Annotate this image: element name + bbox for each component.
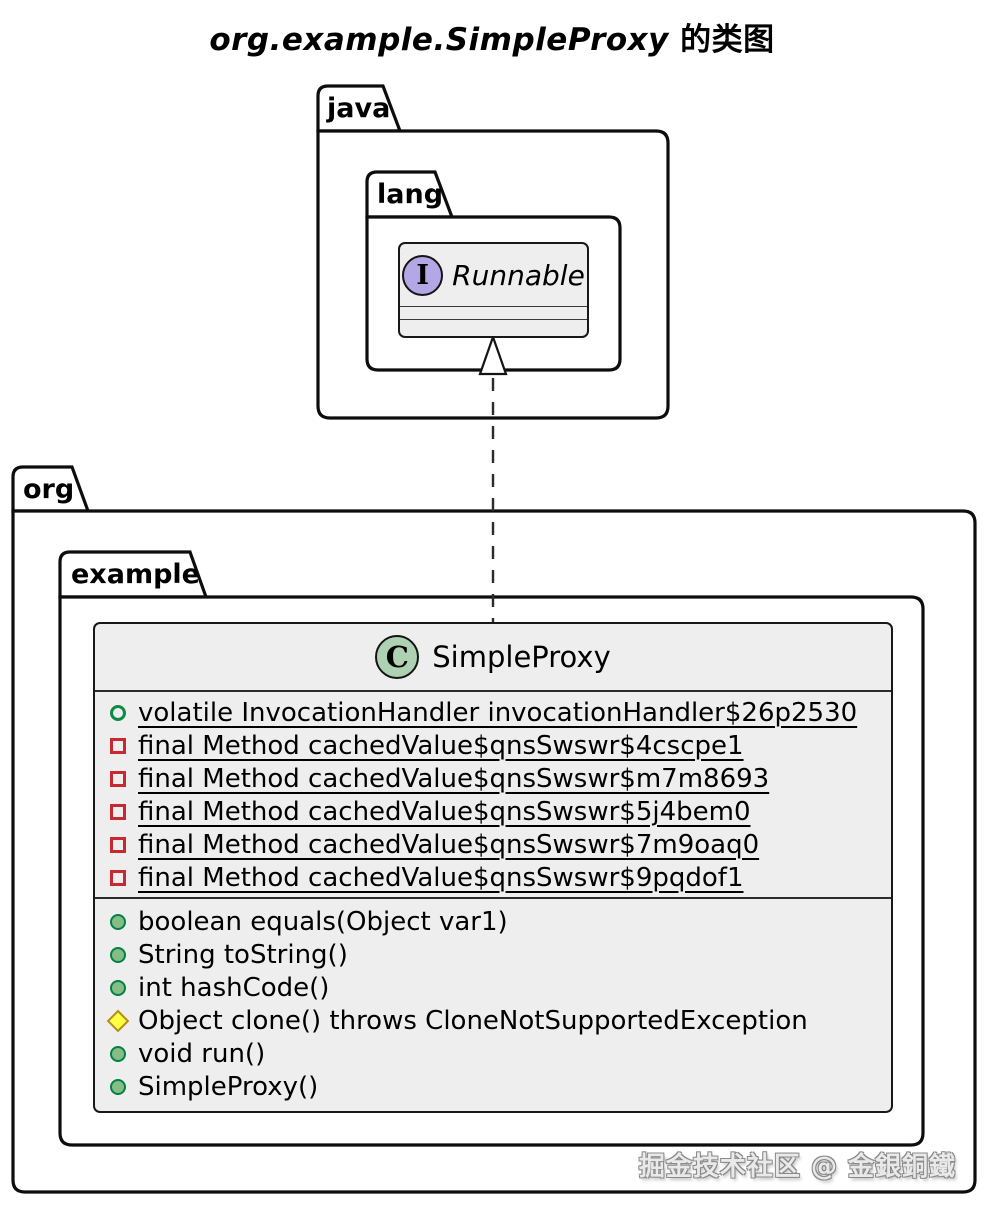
private-field-icon: [107, 803, 128, 820]
watermark: 掘金技术社区 @ 金銀銅鐵: [638, 1152, 956, 1182]
diagram-title-suffix: 的类图: [668, 22, 775, 58]
realization-triangle-arrowhead-icon: [478, 333, 508, 376]
field-text: final Method cachedValue$qnsSwswr$4cscpe…: [138, 730, 744, 761]
field-text: final Method cachedValue$qnsSwswr$9pqdof…: [138, 862, 744, 893]
public-method-icon: [107, 913, 128, 930]
class-name: SimpleProxy: [432, 640, 611, 674]
method-row: int hashCode(): [95, 971, 891, 1004]
private-field-icon: [107, 737, 128, 754]
package-label-example: example: [71, 559, 200, 590]
private-field-icon: [107, 770, 128, 787]
class-stereotype-icon: C: [375, 635, 420, 679]
public-method-icon: [107, 1078, 128, 1095]
private-field-icon: [107, 836, 128, 853]
method-text: boolean equals(Object var1): [138, 906, 508, 937]
method-text: Object clone() throws CloneNotSupportedE…: [138, 1005, 808, 1036]
interface-runnable-header: I Runnable: [400, 244, 587, 306]
method-text: void run(): [138, 1038, 266, 1069]
public-method-icon: [107, 946, 128, 963]
method-row: boolean equals(Object var1): [95, 905, 891, 938]
interface-name: Runnable: [452, 258, 585, 292]
method-text: String toString(): [138, 939, 348, 970]
field-row: final Method cachedValue$qnsSwswr$4cscpe…: [95, 729, 891, 762]
method-row: SimpleProxy(): [95, 1070, 891, 1103]
field-row: volatile InvocationHandler invocationHan…: [95, 696, 891, 729]
interface-methods-compartment: [400, 319, 587, 335]
package-label-java: java: [327, 93, 391, 124]
diagram-title-qualified-name: org.example.SimpleProxy: [209, 22, 669, 58]
method-text: SimpleProxy(): [138, 1071, 319, 1102]
method-row: String toString(): [95, 938, 891, 971]
method-text: int hashCode(): [138, 972, 330, 1003]
class-simpleproxy-header: C SimpleProxy: [95, 624, 891, 690]
package-label-lang: lang: [377, 179, 444, 210]
package-example-tab: [58, 550, 209, 599]
package-org-tab: [11, 465, 91, 513]
field-text: final Method cachedValue$qnsSwswr$7m9oaq…: [138, 829, 760, 860]
public-method-icon: [107, 979, 128, 996]
field-row: final Method cachedValue$qnsSwswr$m7m869…: [95, 762, 891, 795]
package-lang-tab: [365, 170, 455, 219]
public-field-icon: [107, 704, 128, 721]
class-simpleproxy-box: C SimpleProxy volatile InvocationHandler…: [93, 622, 893, 1113]
public-method-icon: [107, 1045, 128, 1062]
field-row: final Method cachedValue$qnsSwswr$7m9oaq…: [95, 828, 891, 861]
package-label-org: org: [23, 473, 75, 505]
method-row: Object clone() throws CloneNotSupportedE…: [95, 1004, 891, 1037]
interface-runnable-box: I Runnable: [398, 242, 589, 338]
field-row: final Method cachedValue$qnsSwswr$9pqdof…: [95, 861, 891, 894]
method-row: void run(): [95, 1037, 891, 1070]
private-field-icon: [107, 869, 128, 886]
class-fields-compartment: volatile InvocationHandler invocationHan…: [95, 690, 891, 897]
field-text: final Method cachedValue$qnsSwswr$5j4bem…: [138, 796, 751, 827]
field-text: final Method cachedValue$qnsSwswr$m7m869…: [138, 763, 770, 794]
package-java-tab: [316, 84, 403, 133]
diagram-title: org.example.SimpleProxy 的类图: [0, 14, 984, 59]
interface-stereotype-icon: I: [402, 254, 444, 296]
field-row: final Method cachedValue$qnsSwswr$5j4bem…: [95, 795, 891, 828]
field-text: volatile InvocationHandler invocationHan…: [138, 697, 858, 728]
interface-fields-compartment: [400, 306, 587, 319]
protected-method-icon: [106, 1009, 129, 1032]
class-methods-compartment: boolean equals(Object var1) String toStr…: [95, 897, 891, 1106]
